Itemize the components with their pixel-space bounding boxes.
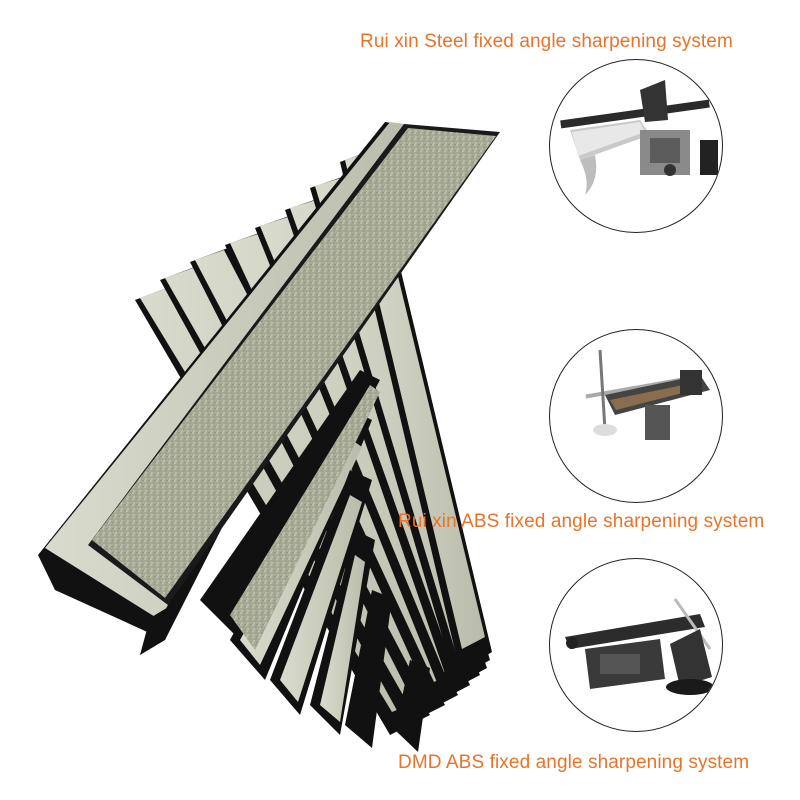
abs-sharpener-photo — [549, 329, 723, 503]
caption-dmd-system: DMD ABS fixed angle sharpening system — [398, 752, 750, 773]
caption-steel-system: Rui xin Steel fixed angle sharpening sys… — [360, 31, 733, 52]
dmd-sharpener-photo — [549, 558, 723, 732]
stone-front — [38, 122, 500, 655]
stone-lower-stack — [200, 370, 430, 752]
steel-sharpener-photo — [549, 59, 723, 233]
caption-abs-system: Rui xin ABS fixed angle sharpening syste… — [398, 511, 765, 532]
